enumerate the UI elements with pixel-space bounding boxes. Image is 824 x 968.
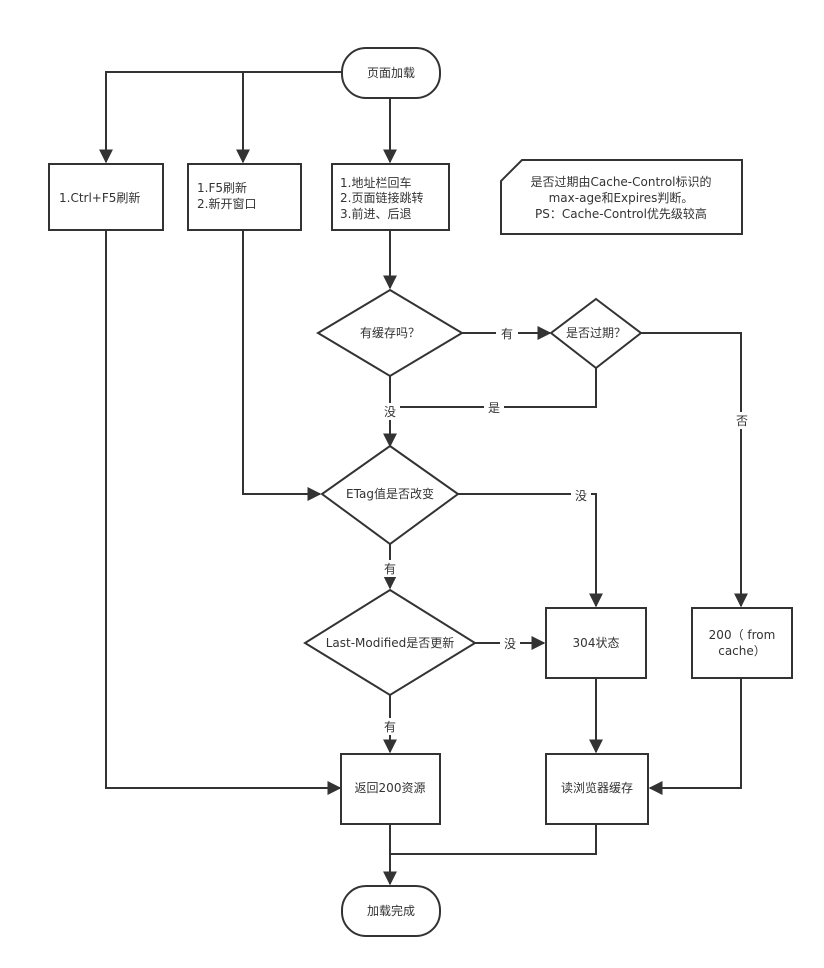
node-last-modified-label: Last-Modified是否更新 [326, 635, 455, 650]
edge-etag-no [458, 493, 603, 608]
label-has-cache-no: 没 [384, 404, 396, 419]
node-nav-line-2: 2.页面链接跳转 [340, 190, 423, 205]
node-start [341, 47, 441, 99]
node-has-cache-label: 有缓存吗？ [360, 326, 420, 340]
node-304 [545, 607, 647, 679]
node-start-label: 页面加载 [367, 66, 415, 80]
node-expired [549, 297, 643, 370]
node-etag [320, 444, 460, 546]
label-expired-yes: 是 [488, 401, 500, 415]
edge-expired-yes [390, 368, 597, 408]
node-end [341, 885, 441, 937]
node-ctrl-f5-label: 1.Ctrl+F5刷新 [59, 190, 140, 205]
node-from-cache [691, 607, 793, 679]
node-return-200 [340, 753, 441, 825]
node-note [500, 159, 743, 235]
node-end-label: 加载完成 [367, 903, 415, 918]
node-nav-line-1: 1.地址栏回车 [340, 175, 411, 190]
label-has-cache-yes: 有 [501, 327, 513, 341]
node-nav [331, 163, 450, 231]
node-read-cache [545, 753, 649, 825]
node-has-cache [316, 288, 464, 378]
edge-labels: 有 没 是 否 没 有 没 有 [380, 325, 752, 735]
edge-from-cache-to-read-cache [648, 678, 742, 795]
label-lm-no: 没 [504, 636, 516, 651]
node-ctrl-f5 [48, 163, 164, 231]
node-etag-label: ETag值是否改变 [346, 486, 434, 501]
node-return-200-label: 返回200资源 [355, 781, 426, 795]
node-note-line-2: max-age和Expires判断。 [549, 190, 694, 205]
node-from-cache-line-1: 200（ from [709, 628, 776, 642]
node-note-line-3: PS：Cache-Control优先级较高 [535, 206, 707, 221]
node-from-cache-line-2: cache） [718, 644, 766, 658]
label-expired-no: 否 [736, 414, 748, 428]
edge-start-to-ctrl-f5 [99, 71, 342, 164]
node-f5 [187, 163, 302, 231]
label-etag-no: 没 [575, 488, 587, 503]
node-f5-line-1: 1.F5刷新 [197, 180, 247, 195]
label-lm-yes: 有 [384, 720, 396, 734]
label-etag-yes: 有 [384, 562, 396, 576]
node-nav-line-3: 3.前进、后退 [340, 206, 411, 221]
node-note-line-1: 是否过期由Cache-Control标识的 [530, 174, 711, 189]
edge-read-cache-to-end [390, 824, 597, 855]
node-last-modified [303, 588, 477, 697]
edge-expired-no [641, 332, 748, 608]
node-expired-label: 是否过期？ [566, 326, 626, 340]
nodes: 页面加载 1.Ctrl+F5刷新 1.F5刷新 2.新开窗口 1.地址栏回车 2… [48, 47, 793, 937]
node-304-label: 304状态 [573, 636, 620, 650]
edge-f5-to-etag [242, 230, 322, 501]
node-f5-line-2: 2.新开窗口 [197, 196, 256, 211]
node-read-cache-label: 读浏览器缓存 [561, 780, 633, 795]
edge-ctrl-f5-to-return [105, 230, 342, 795]
